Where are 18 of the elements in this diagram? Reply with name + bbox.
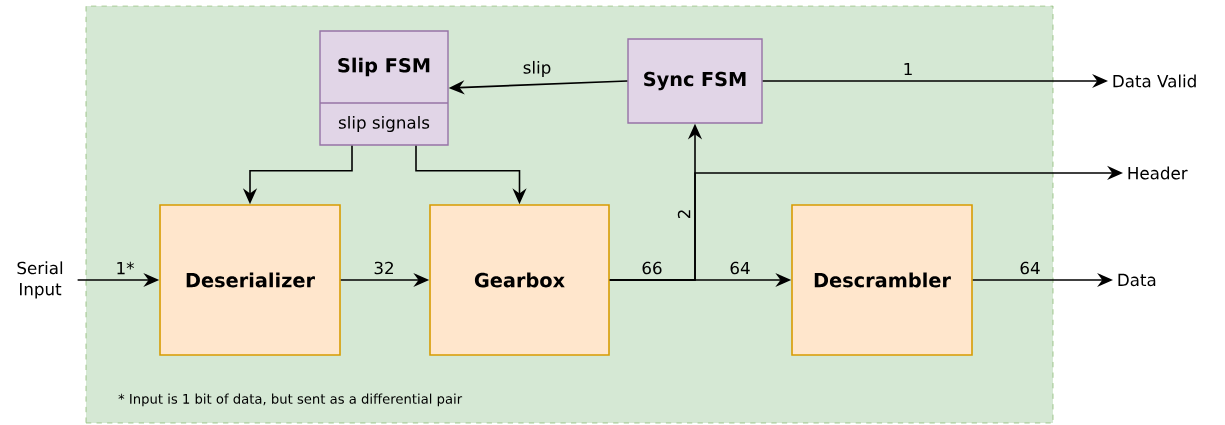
signal-label: Serial Input [17, 261, 63, 299]
process-box: Deserializer [159, 204, 341, 356]
signal-label: Data [1118, 273, 1156, 287]
process-box: Gearbox [429, 204, 610, 356]
footnote: * Input is 1 bit of data, but sent as a differential pair [118, 393, 463, 407]
state-machine-box: Slip FSM slip signals [319, 30, 449, 146]
signal-label: Header [1128, 166, 1188, 180]
state-machine-box: Sync FSM [627, 38, 763, 124]
edge-label: 1* [117, 261, 134, 275]
process-box: Descrambler [791, 204, 973, 356]
edge-label: 32 [374, 261, 393, 275]
edge-label: 64 [730, 261, 750, 275]
edge-label: 1 [904, 62, 912, 76]
trunk-label: 66 [642, 261, 662, 275]
edge-label: 64 [1020, 261, 1040, 275]
edge-label: slip [523, 60, 551, 78]
edge-label: 2 [677, 210, 691, 219]
signal-label: Data Valid [1113, 74, 1196, 88]
